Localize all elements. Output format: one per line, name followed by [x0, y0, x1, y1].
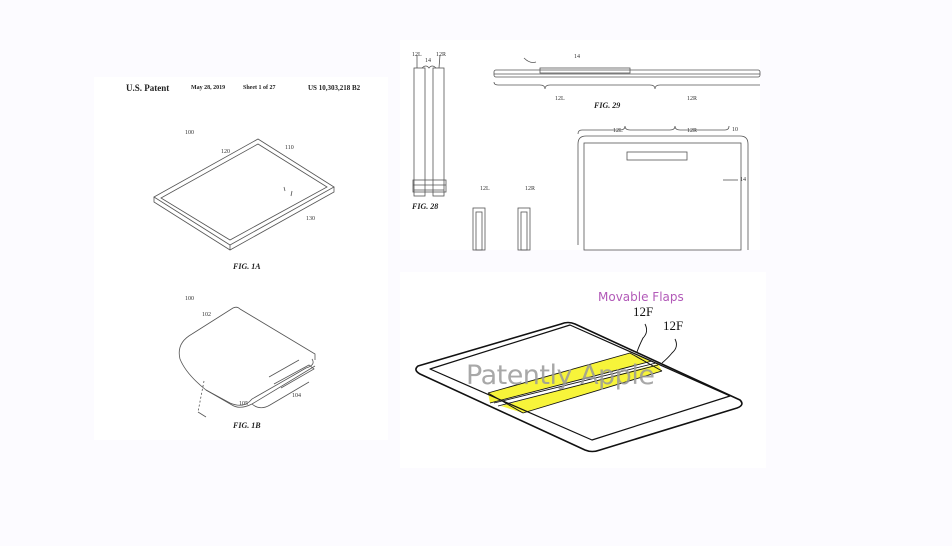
- fig-29-label-12r: 12R: [687, 96, 698, 102]
- fig-1a-label-130: 130: [306, 216, 315, 222]
- fig-29-label-14: 14: [574, 54, 580, 60]
- patent-sheet-2: 12L 12R 14 FIG. 28 12L 12R 14 12L 12R FI…: [400, 40, 761, 251]
- fig-lower-label-12r: 12R: [525, 186, 536, 192]
- fig-28-label-12r: 12R: [436, 52, 447, 58]
- patent-date: May 28, 2019: [191, 85, 226, 91]
- fig-1a-label-120: 120: [221, 149, 230, 155]
- patent-sheet-1: U.S. Patent May 28, 2019 Sheet 1 of 27 U…: [94, 77, 388, 440]
- fig-29-caption: FIG. 29: [594, 101, 621, 110]
- fig-1a-label-110: 110: [285, 145, 294, 151]
- fig-1a-drawing: [153, 138, 335, 251]
- fig-29-label-12l: 12L: [555, 96, 565, 102]
- fig-28-caption: FIG. 28: [412, 202, 439, 211]
- foldable-device-drawing: [415, 321, 743, 453]
- fig-1b-drawing: [178, 306, 316, 418]
- annotated-flaps-figure: Patently Apple Movable Flaps 12F 12F: [400, 272, 766, 468]
- watermark-text: Patently Apple: [466, 360, 655, 391]
- fig-28-label-14: 14: [425, 58, 431, 64]
- fig-28-label-12l: 12L: [412, 52, 422, 58]
- fig-30-label-12l: 12L: [613, 128, 623, 134]
- fig-1b-label-102: 102: [202, 312, 211, 318]
- fig-30-label-14: 14: [740, 177, 746, 183]
- fig-lower-label-12l: 12L: [480, 186, 490, 192]
- flap-label-12f-a: 12F: [633, 304, 654, 319]
- flap-label-12f-b: 12F: [663, 318, 684, 333]
- fig-30-label-10: 10: [732, 127, 738, 133]
- patent-sheet-number: Sheet 1 of 27: [243, 85, 276, 91]
- fig-1b-label-104: 104: [292, 393, 301, 399]
- fig-1a-label-100: 100: [185, 130, 194, 136]
- movable-flaps-title: Movable Flaps: [598, 290, 684, 304]
- fig-1a-caption: FIG. 1A: [233, 262, 261, 271]
- fig-1b-label-100: 100: [185, 296, 194, 302]
- fig-1b-label-105: 105: [239, 401, 248, 407]
- fig-1b-caption: FIG. 1B: [233, 421, 261, 430]
- patent-title: U.S. Patent: [126, 83, 170, 93]
- patent-number: US 10,303,218 B2: [308, 84, 361, 92]
- fig-30-label-12r: 12R: [687, 128, 698, 134]
- fig-28-drawing: [412, 54, 761, 251]
